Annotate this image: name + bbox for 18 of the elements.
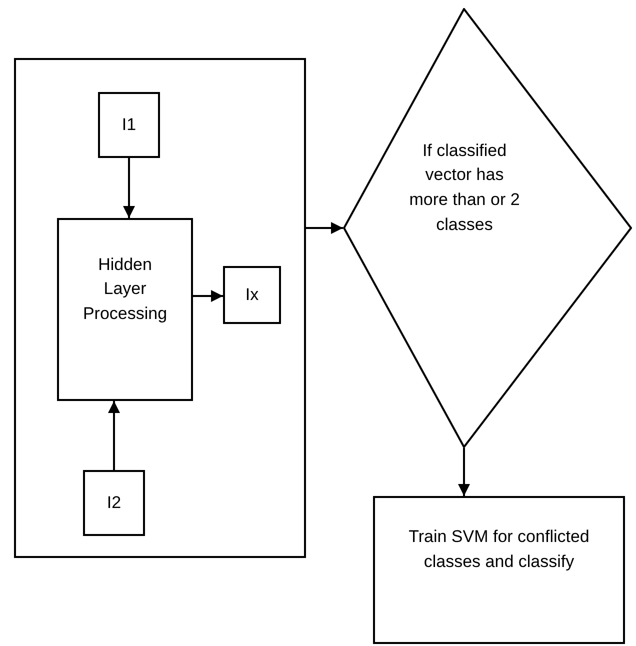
node-label: Ix — [245, 284, 259, 306]
arrow — [123, 158, 135, 218]
process-box — [83, 470, 145, 536]
node-label: I1 — [122, 114, 136, 136]
node-label: Train SVM for conflicted classes and classify — [408, 526, 590, 573]
node-label: I2 — [106, 492, 122, 514]
container-box — [14, 58, 306, 558]
process-box — [373, 496, 625, 644]
node-label: Hidden Layer Processing — [82, 254, 168, 325]
arrow — [108, 401, 120, 470]
node-label: If classified vector has more than or 2 classes — [409, 140, 520, 236]
process-box — [223, 266, 281, 324]
process-box — [98, 92, 160, 158]
process-box — [57, 218, 193, 401]
arrow — [193, 290, 223, 302]
arrow — [458, 448, 470, 496]
decision-diamond — [343, 8, 632, 448]
arrow — [306, 222, 343, 234]
